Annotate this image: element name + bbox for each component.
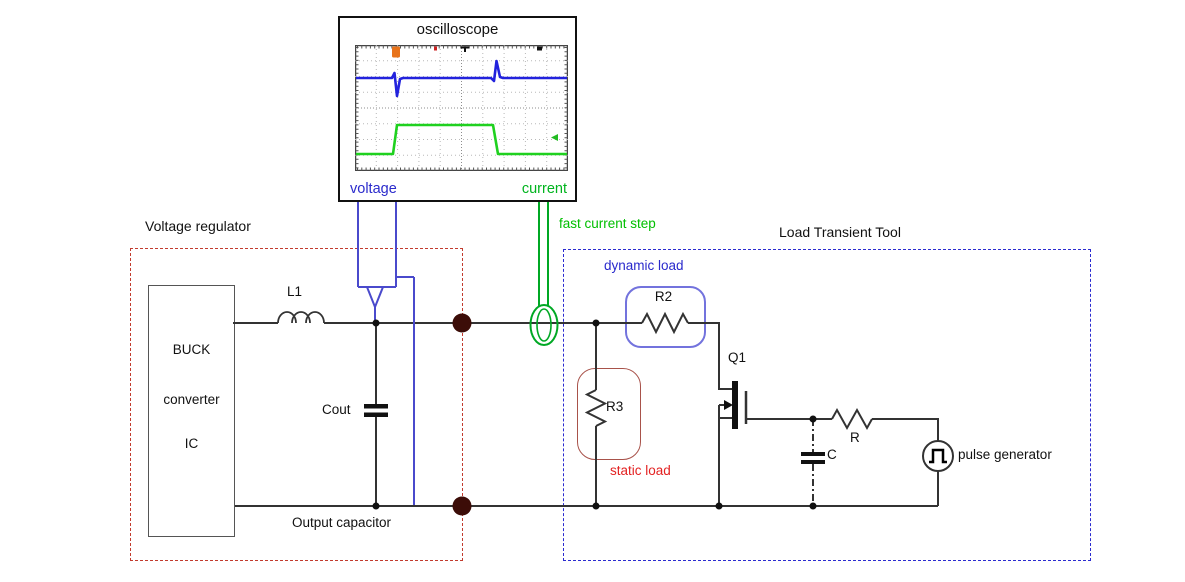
output-capacitor-caption: Output capacitor xyxy=(292,515,392,530)
r3-label: R3 xyxy=(606,399,624,414)
buck-ic-line1: BUCK xyxy=(172,342,211,357)
r2-label: R2 xyxy=(654,289,673,304)
r-label: R xyxy=(850,430,860,445)
trigger-position-icon xyxy=(461,46,469,52)
oscilloscope-title: oscilloscope xyxy=(416,21,499,38)
red-tick-icon xyxy=(434,46,437,51)
voltage-trace xyxy=(356,59,567,98)
load-transient-tool-title: Load Transient Tool xyxy=(779,224,901,240)
current-trace xyxy=(356,123,567,156)
top-right-tick-icon xyxy=(537,46,542,51)
current-level-arrow-icon xyxy=(551,134,558,141)
scope-screen xyxy=(355,45,568,171)
buck-ic-line2: converter xyxy=(163,392,220,407)
trigger-channel-marker-icon xyxy=(392,46,400,58)
c-label: C xyxy=(827,447,837,462)
buck-ic-line3: IC xyxy=(184,436,199,451)
voltage-regulator-region xyxy=(130,248,463,561)
static-load-label: static load xyxy=(610,463,671,478)
fast-current-step-label: fast current step xyxy=(559,216,656,231)
scope-edge-ticks xyxy=(355,45,568,171)
inductor-l1-label: L1 xyxy=(287,284,303,299)
voltage-regulator-title: Voltage regulator xyxy=(145,218,251,234)
dynamic-load-label: dynamic load xyxy=(604,258,684,273)
cout-label: Cout xyxy=(322,402,351,417)
oscilloscope: oscilloscope voltage xyxy=(338,16,577,202)
pulse-generator-label: pulse generator xyxy=(958,447,1052,462)
dynamic-load-outline xyxy=(625,286,706,348)
scope-voltage-label: voltage xyxy=(350,181,397,197)
buck-converter-ic: BUCK converter IC xyxy=(148,285,235,537)
q1-label: Q1 xyxy=(728,350,747,365)
static-load-outline xyxy=(577,368,641,460)
load-transient-tool-region xyxy=(563,249,1091,561)
scope-current-label: current xyxy=(521,181,567,197)
scope-center-axes xyxy=(355,45,568,171)
